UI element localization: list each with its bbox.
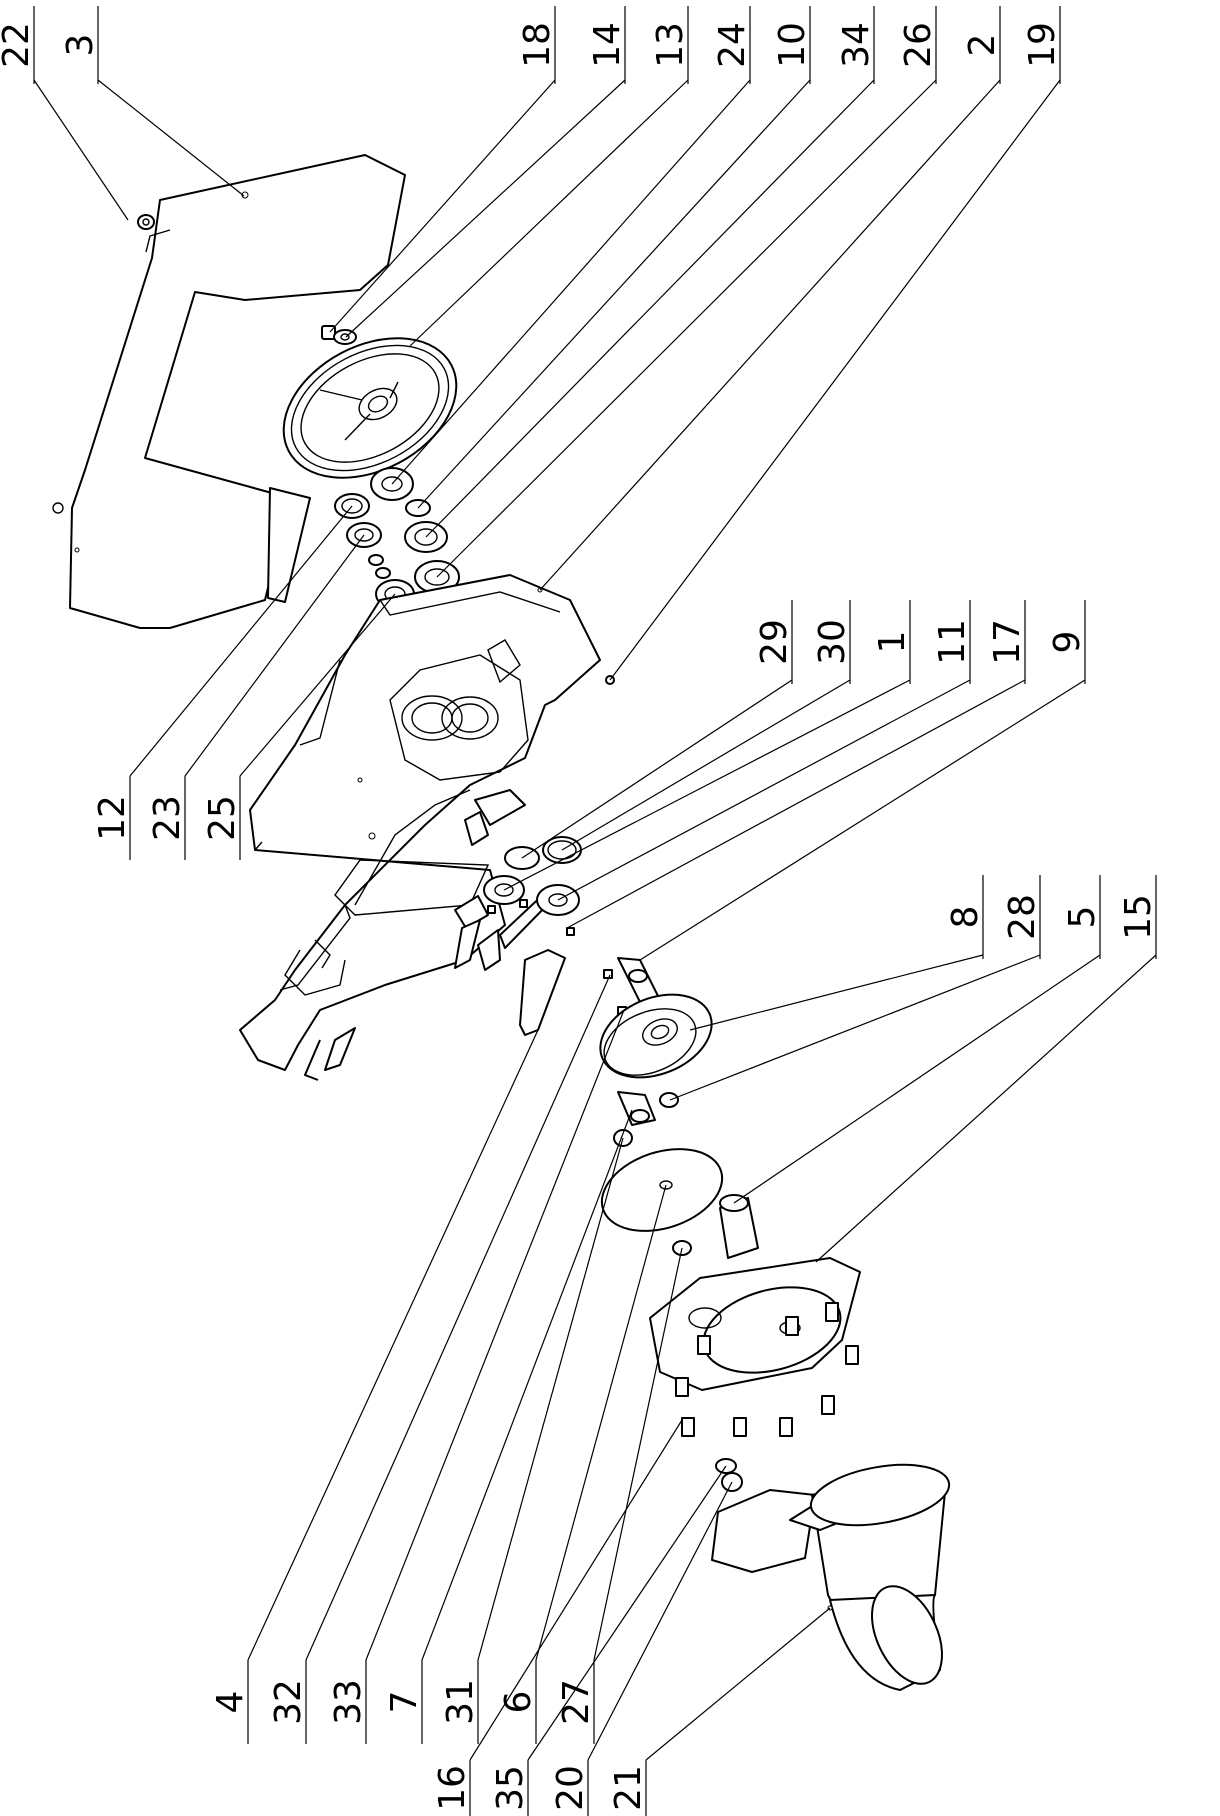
callout-label-32: 32 [268,1679,309,1725]
callout-label-18: 18 [517,22,558,68]
pinion-shaft [613,1091,656,1147]
callout-label-10: 10 [772,22,813,68]
bolt-and-washer [321,325,357,345]
callout-label-26: 26 [898,22,939,68]
callout-label-16: 16 [432,1765,473,1811]
blade-guard-cover [52,154,406,629]
callout-label-6: 6 [498,1691,539,1714]
callout-label-17: 17 [987,619,1028,665]
callout-label-30: 30 [812,619,853,665]
bearing-stack [334,467,460,609]
callout-label-34: 34 [836,22,877,68]
callout-label-20: 20 [550,1765,591,1811]
callout-label-15: 15 [1118,894,1159,940]
callout-label-23: 23 [147,795,188,841]
callout-label-3: 3 [60,34,101,57]
callout-label-31: 31 [440,1679,481,1725]
callout-label-22: 22 [0,22,37,68]
knob-22 [137,214,155,230]
callout-label-4: 4 [210,1691,251,1714]
callout-label-33: 33 [328,1679,369,1725]
motor [711,1463,951,1691]
parts-drawing [52,154,951,1691]
callout-label-35: 35 [490,1765,531,1811]
callout-label-2: 2 [962,34,1003,57]
callout-label-25: 25 [202,795,243,841]
callout-label-14: 14 [587,22,628,68]
callout-label-13: 13 [650,22,691,68]
callout-label-7: 7 [384,1691,425,1714]
callout-label-21: 21 [608,1765,649,1811]
lower-wheel [599,993,713,1079]
callout-label-24: 24 [712,22,753,68]
callout-label-9: 9 [1047,631,1088,654]
callout-label-8: 8 [945,906,986,929]
callout-label-1: 1 [872,631,913,654]
callout-label-28: 28 [1002,894,1043,940]
callout-label-12: 12 [92,795,133,841]
main-frame [239,574,615,1081]
guide-rail [519,949,566,1036]
callout-label-29: 29 [754,619,795,665]
upper-wheel [282,337,458,479]
gearbox-housing [649,1257,861,1437]
callout-label-11: 11 [932,619,973,665]
leader-lines [33,79,1157,1761]
retaining-clip [659,1092,679,1108]
pulley [600,1148,724,1232]
callout-label-19: 19 [1022,22,1063,68]
coupling [719,1194,759,1259]
callout-label-5: 5 [1062,906,1103,929]
callout-label-27: 27 [556,1679,597,1725]
